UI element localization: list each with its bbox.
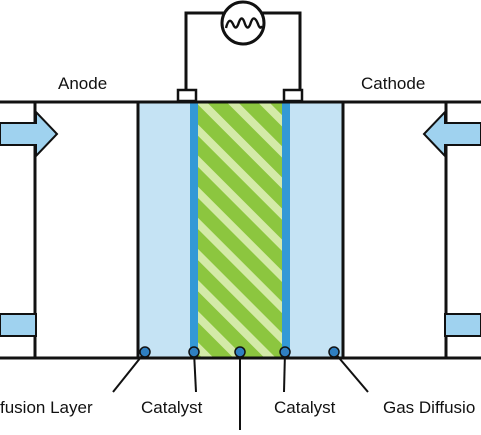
callout-marker-gdl-right bbox=[328, 346, 340, 358]
gas-diffusion-layer-right-label: Gas Diffusio bbox=[383, 398, 475, 417]
inlet-stub-right bbox=[444, 313, 481, 337]
gas-diffusion-layer-left-label: fusion Layer bbox=[0, 398, 93, 417]
cathode-label: Cathode bbox=[361, 74, 425, 93]
catalyst-left-label: Catalyst bbox=[141, 398, 203, 417]
inlet-stub-left bbox=[0, 313, 37, 337]
gas-diffusion-layer-right bbox=[290, 102, 343, 358]
callout-marker-gdl-left bbox=[139, 346, 151, 358]
catalyst-layer-left bbox=[190, 102, 198, 358]
cathode-terminal bbox=[282, 88, 304, 103]
catalyst-right-label: Catalyst bbox=[274, 398, 336, 417]
arrow-left-icon bbox=[422, 109, 481, 159]
callout-marker-catalyst-right bbox=[279, 346, 291, 358]
cathode-chamber bbox=[444, 100, 481, 360]
gas-diffusion-layer-left bbox=[138, 102, 190, 358]
lightbulb-filament-icon bbox=[220, 0, 266, 46]
arrow-right-icon bbox=[0, 109, 59, 159]
membrane bbox=[198, 102, 282, 358]
callout-marker-membrane bbox=[234, 346, 246, 358]
anode-chamber bbox=[0, 100, 37, 360]
anode-terminal bbox=[176, 88, 198, 103]
anode-label: Anode bbox=[58, 74, 107, 93]
callout-marker-catalyst-left bbox=[188, 346, 200, 358]
catalyst-layer-right bbox=[282, 102, 290, 358]
